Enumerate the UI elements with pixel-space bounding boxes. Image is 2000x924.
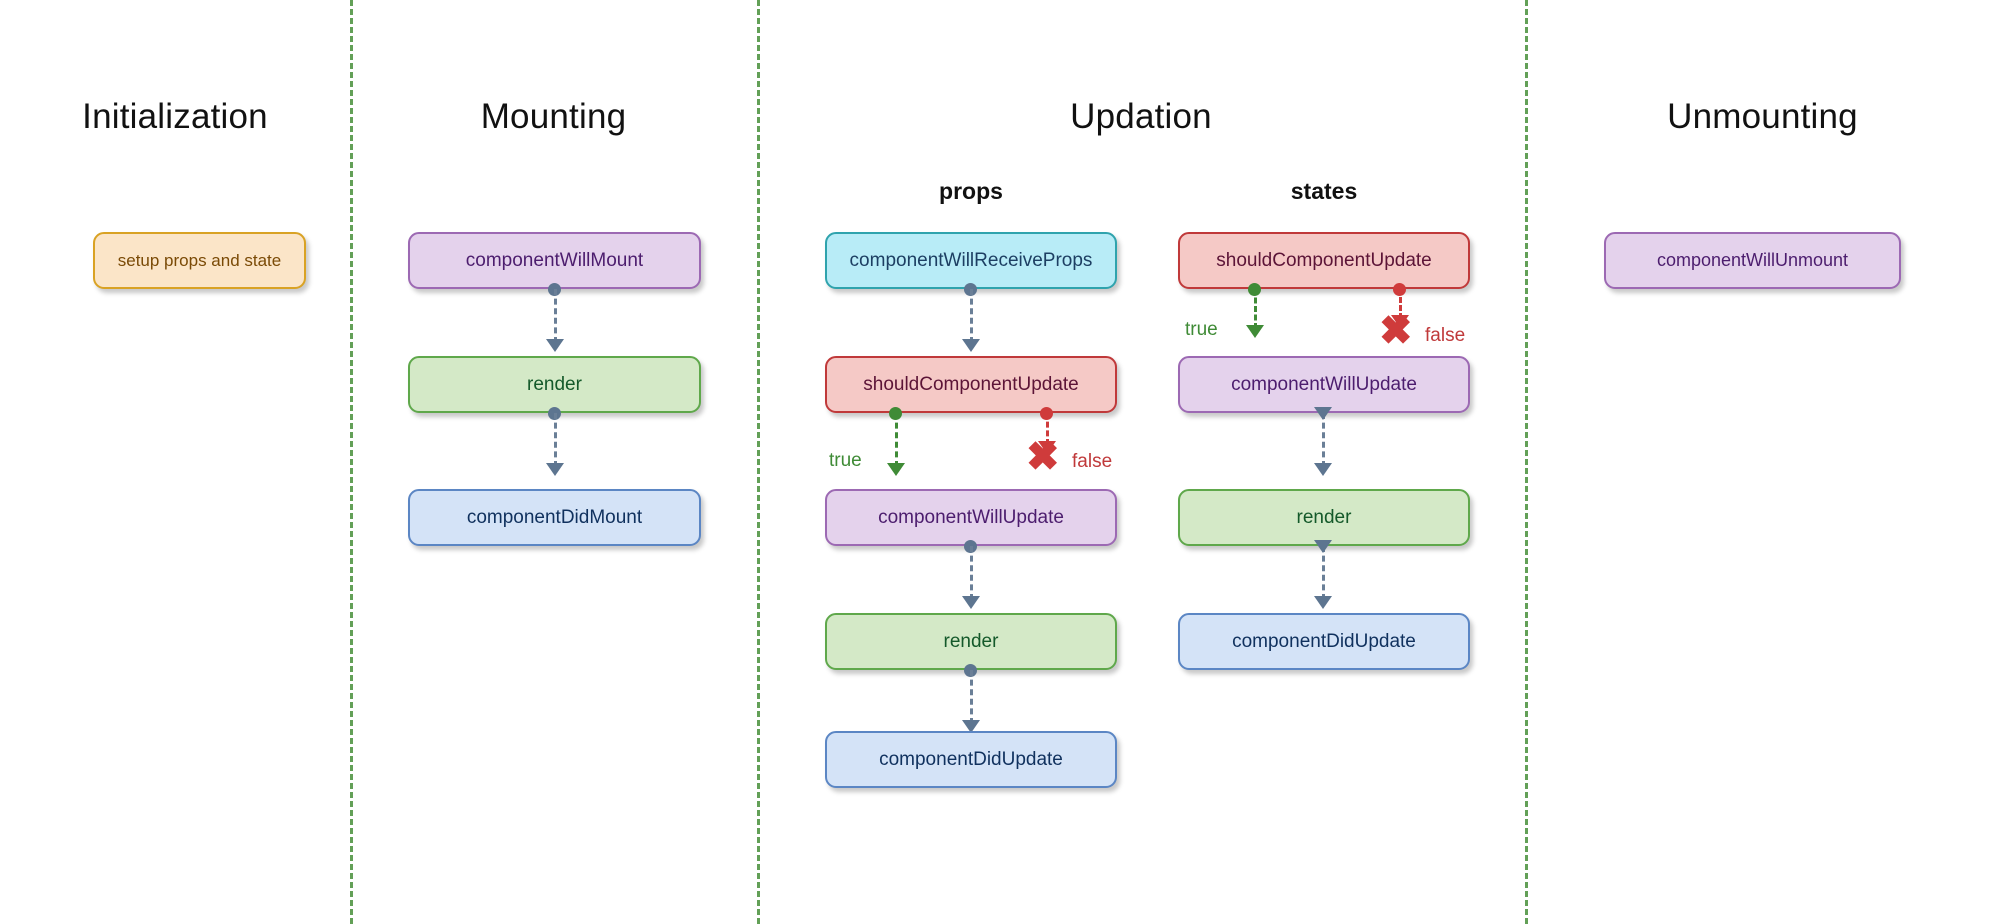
connector-line-props-2: [970, 546, 973, 600]
branch-arrow-states-false: [1391, 315, 1409, 328]
branch-arrow-states-true: [1246, 325, 1264, 338]
column-divider-updation-unmounting: [1525, 0, 1528, 924]
connector-line-props-1: [970, 289, 973, 343]
connector-arrow-props-2: [962, 596, 980, 609]
section-title-mounting: Mounting: [480, 97, 627, 136]
section-title-unmounting: Unmounting: [1667, 97, 1858, 136]
node-props-should-component-update[interactable]: shouldComponentUpdate: [825, 356, 1117, 413]
connector-arrow-mounting-1: [546, 339, 564, 352]
section-title-updation: Updation: [1070, 97, 1212, 136]
connector-arrow-states-1-top: [1314, 407, 1332, 420]
branch-x-icon-props-false: ✖: [1026, 435, 1060, 479]
branch-line-states-false: [1399, 289, 1402, 319]
connector-arrow-props-1: [962, 339, 980, 352]
connector-arrow-states-2: [1314, 596, 1332, 609]
subsection-title-states: states: [1290, 178, 1358, 204]
connector-line-states-2: [1322, 546, 1325, 600]
node-states-component-did-update[interactable]: componentDidUpdate: [1178, 613, 1470, 670]
branch-label-states-true: true: [1185, 319, 1218, 340]
node-states-render[interactable]: render: [1178, 489, 1470, 546]
branch-x-icon-states-false: ✖: [1379, 309, 1413, 353]
connector-arrow-mounting-2: [546, 463, 564, 476]
branch-line-props-true: [895, 413, 898, 467]
connector-line-states-1: [1322, 413, 1325, 467]
node-props-component-did-update[interactable]: componentDidUpdate: [825, 731, 1117, 788]
branch-line-states-true: [1254, 289, 1257, 329]
branch-label-states-false: false: [1425, 325, 1466, 346]
node-component-will-mount[interactable]: componentWillMount: [408, 232, 701, 289]
branch-arrow-props-true: [887, 463, 905, 476]
node-props-component-will-update[interactable]: componentWillUpdate: [825, 489, 1117, 546]
node-states-should-component-update[interactable]: shouldComponentUpdate: [1178, 232, 1470, 289]
branch-label-props-true: true: [829, 450, 862, 471]
connector-arrow-states-2-top: [1314, 540, 1332, 553]
node-component-will-unmount[interactable]: componentWillUnmount: [1604, 232, 1901, 289]
branch-arrow-props-false: [1038, 441, 1056, 454]
branch-label-props-false: false: [1072, 451, 1113, 472]
subsection-title-props: props: [939, 178, 1003, 204]
node-setup-props-and-state[interactable]: setup props and state: [93, 232, 306, 289]
node-component-did-mount[interactable]: componentDidMount: [408, 489, 701, 546]
connector-line-mounting-1: [554, 289, 557, 343]
connector-line-mounting-2: [554, 413, 557, 467]
node-component-will-receive-props[interactable]: componentWillReceiveProps: [825, 232, 1117, 289]
node-props-render[interactable]: render: [825, 613, 1117, 670]
section-title-initialization: Initialization: [82, 97, 268, 136]
connector-line-props-3: [970, 670, 973, 724]
node-mounting-render[interactable]: render: [408, 356, 701, 413]
connector-arrow-states-1: [1314, 463, 1332, 476]
column-divider-mounting-updation: [757, 0, 760, 924]
column-divider-initialization-mounting: [350, 0, 353, 924]
node-states-component-will-update[interactable]: componentWillUpdate: [1178, 356, 1470, 413]
branch-line-props-false: [1046, 413, 1049, 445]
connector-arrow-props-3: [962, 720, 980, 733]
